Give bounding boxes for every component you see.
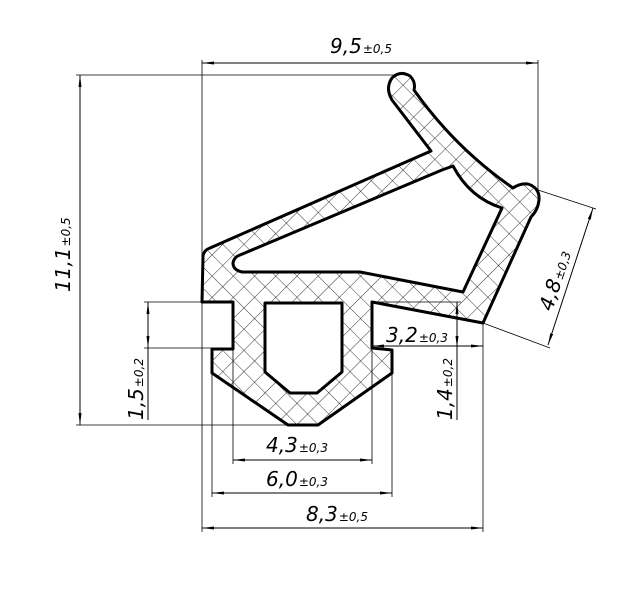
dimension-lines — [78, 61, 594, 530]
dim-slot-depth-left: 1,5±0,2 — [124, 358, 148, 420]
dim-overall-width: 9,5±0,5 — [330, 34, 392, 58]
dim-overall-height: 11,1±0,5 — [51, 217, 75, 292]
dim-base-inner-width: 4,3±0,3 — [266, 433, 328, 457]
dim-slot-width-right: 3,2±0,3 — [386, 323, 448, 347]
seal-profile — [200, 71, 541, 427]
dim-base-width: 6,0±0,3 — [266, 467, 328, 491]
dim-bottom-width: 8,3±0,5 — [306, 502, 368, 526]
dim-slot-depth-right: 1,4±0,2 — [433, 358, 457, 420]
